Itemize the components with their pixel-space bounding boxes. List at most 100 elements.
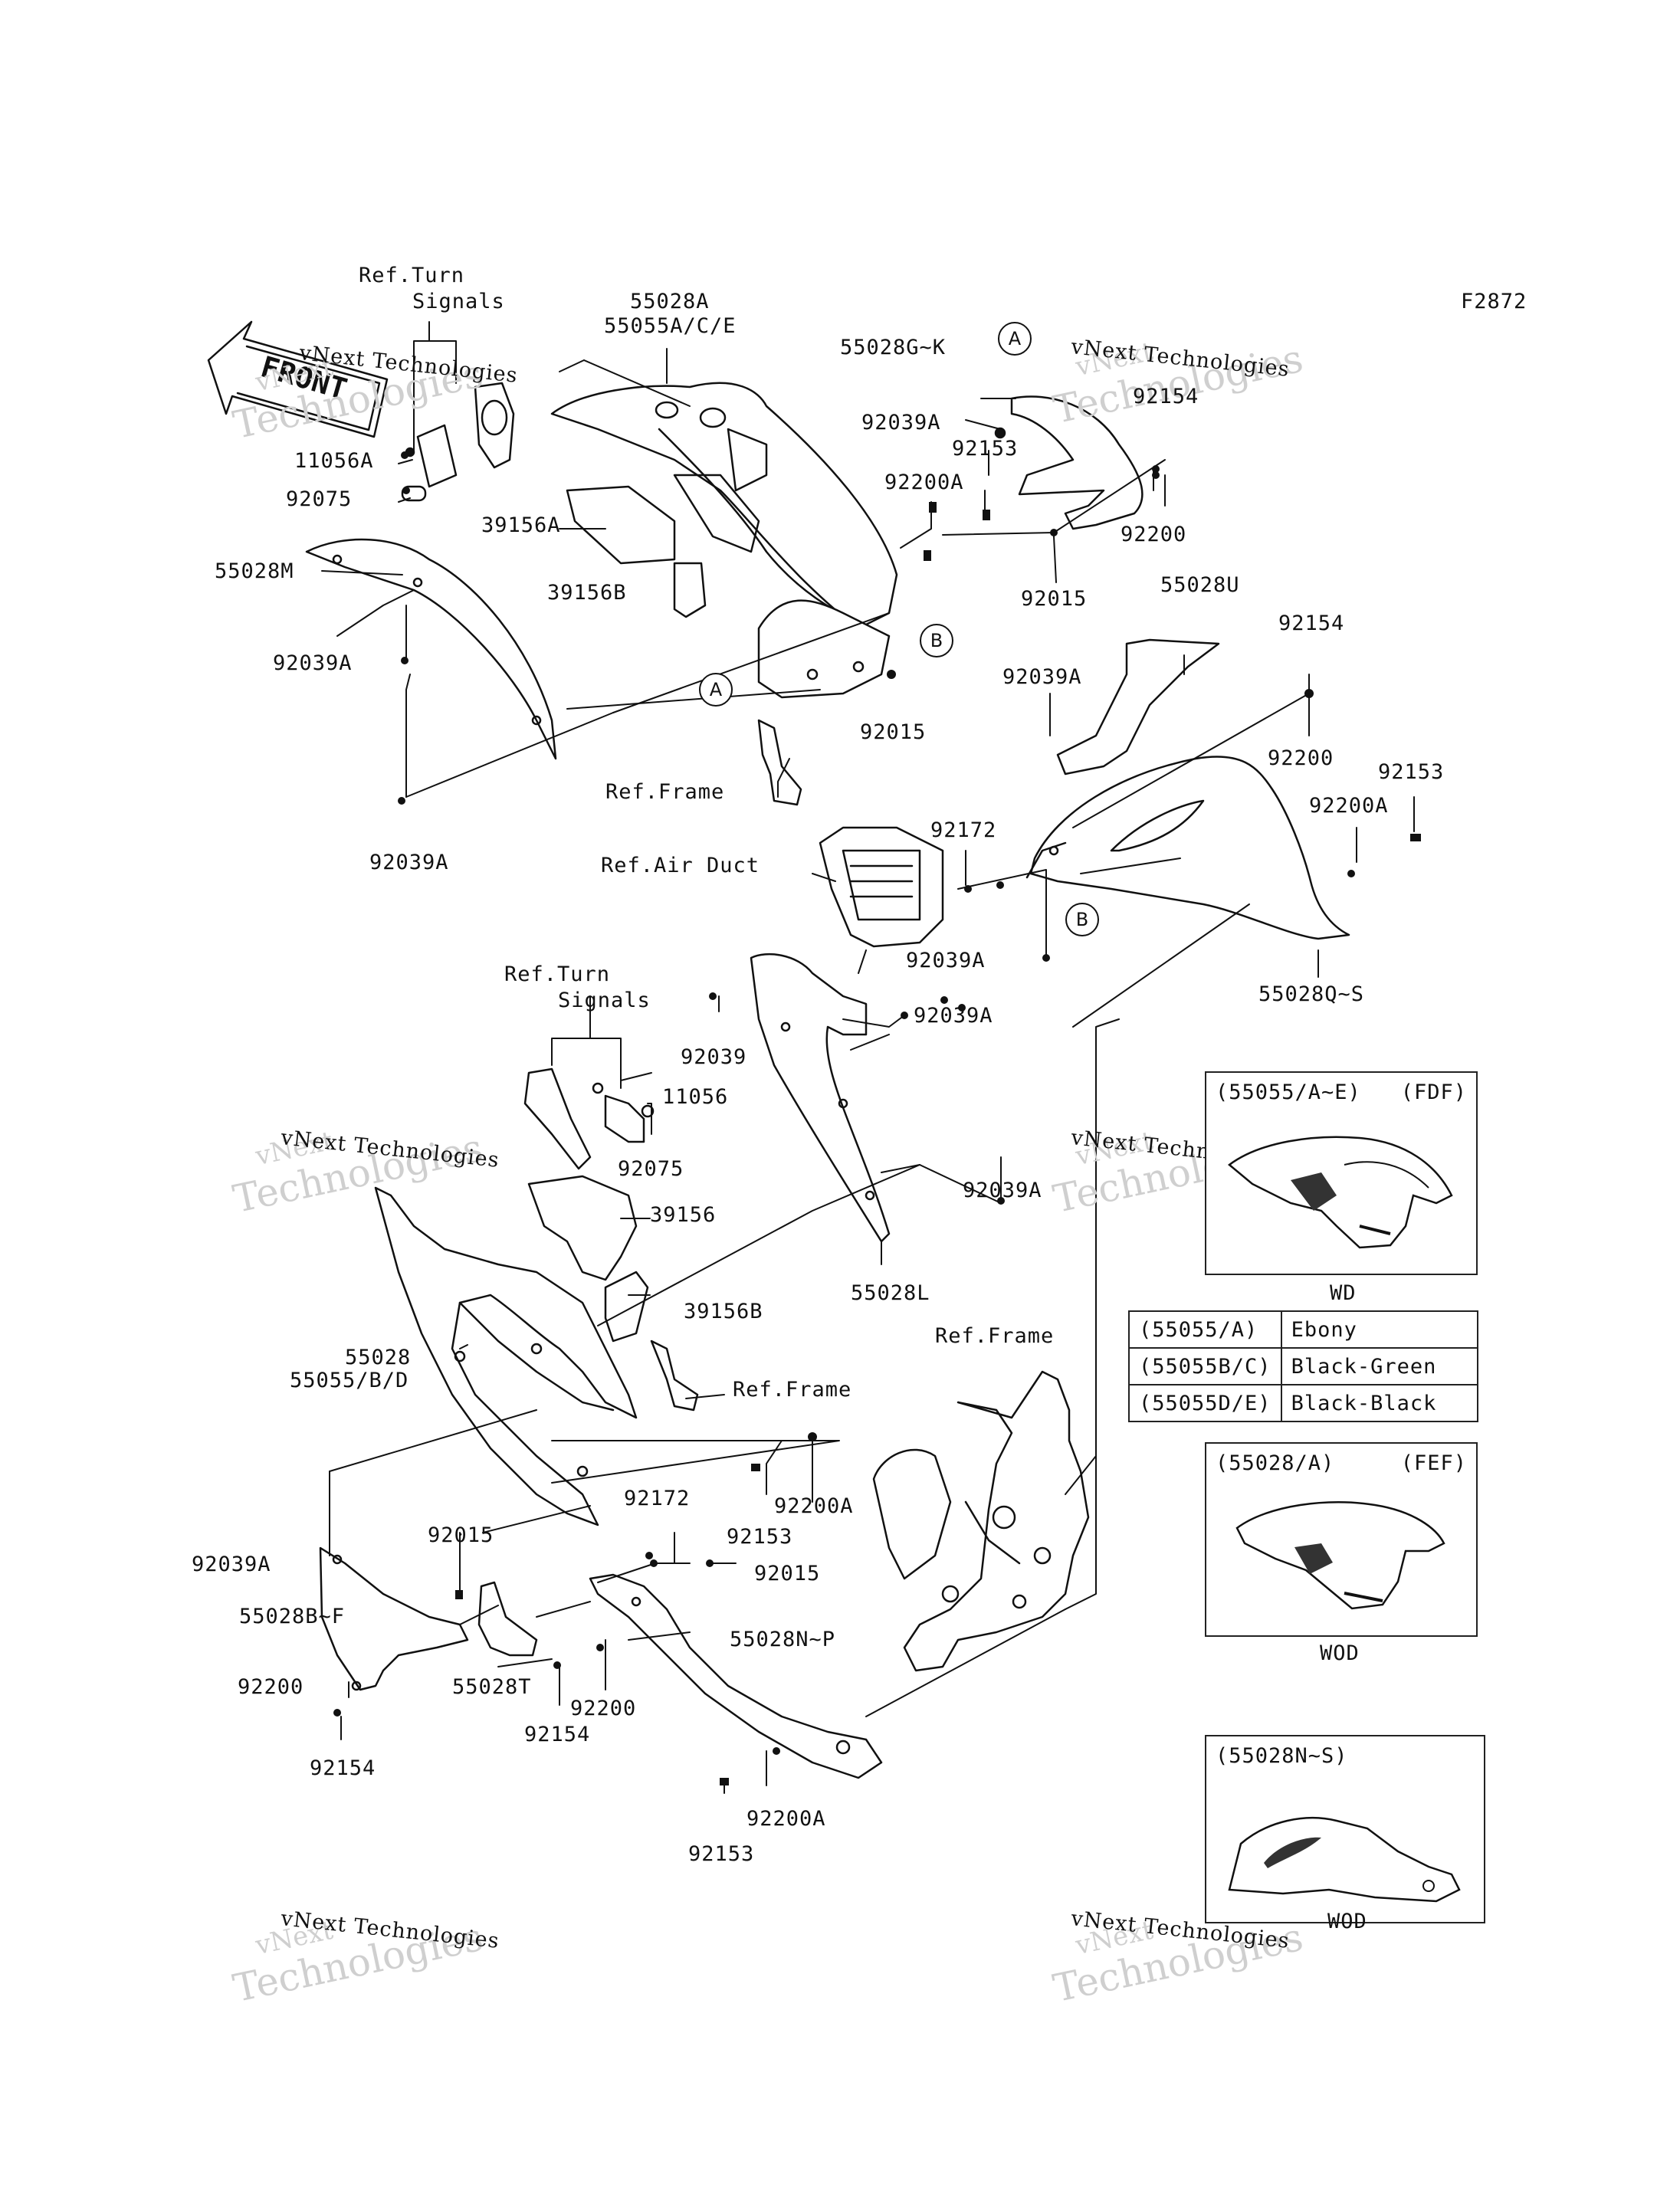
part-label: 11056A xyxy=(294,449,374,473)
air-duct xyxy=(819,826,944,948)
part-label: 92015 xyxy=(754,1562,821,1585)
callout-a: A xyxy=(699,673,733,707)
callout-b: B xyxy=(1065,903,1099,936)
color-row: (55055B/C) Black-Green xyxy=(1128,1347,1478,1385)
figure-code: F2872 xyxy=(1461,290,1527,313)
part-label: 55028Q~S xyxy=(1258,982,1365,1006)
part-label: 92200A xyxy=(746,1807,826,1831)
inset-caption: WD xyxy=(1330,1281,1357,1305)
inset-55028NS: (55028N~S) xyxy=(1205,1735,1485,1923)
inset-code: (FEF) xyxy=(1400,1451,1467,1475)
part-label: 92039 xyxy=(681,1045,747,1069)
part-label: 39156A xyxy=(481,513,561,537)
ref-turn-signals-label: Signals xyxy=(558,989,651,1012)
ref-turn-signals-label: Ref.Turn xyxy=(359,264,465,287)
fastener xyxy=(929,502,937,513)
side-cover-55028M xyxy=(305,538,557,760)
color-name: Ebony xyxy=(1280,1310,1478,1349)
part-label: 92075 xyxy=(286,487,353,511)
part-label: 92039A xyxy=(273,651,353,675)
part-label: 55028T xyxy=(452,1675,532,1699)
part-label: 92172 xyxy=(930,818,997,842)
part-label: 92200A xyxy=(884,471,964,494)
part-label: 55028 xyxy=(345,1346,412,1369)
part-label: 55028M xyxy=(215,559,294,583)
part-label: 55028N~P xyxy=(730,1628,836,1651)
part-label: 92039A xyxy=(369,851,449,874)
part-label: 92075 xyxy=(618,1157,684,1181)
frame-bracket-upper xyxy=(757,719,802,806)
part-label: 92039A xyxy=(192,1553,271,1576)
part-label: 92153 xyxy=(688,1842,755,1866)
ref-turn-signals-label: Ref.Turn xyxy=(504,962,611,986)
under-cowl-55028NP xyxy=(589,1573,883,1779)
color-part: (55055D/E) xyxy=(1128,1384,1282,1422)
turn-signal-bracket-upper xyxy=(401,382,515,502)
inset-cowl-drawing xyxy=(1227,1136,1453,1249)
part-label: 92154 xyxy=(524,1723,591,1746)
part-label: 92039A xyxy=(1002,665,1082,689)
callout-a: A xyxy=(998,322,1032,356)
part-label: 92153 xyxy=(1378,760,1445,784)
part-label: 92200A xyxy=(774,1494,854,1518)
inset-code: (FDF) xyxy=(1400,1080,1467,1104)
part-label: 55055/B/D xyxy=(290,1369,409,1392)
part-label: 11056 xyxy=(662,1085,729,1109)
part-label: 92154 xyxy=(1133,385,1199,408)
frame-bracket-lower xyxy=(650,1340,699,1412)
inset-caption: WOD xyxy=(1327,1910,1367,1933)
panel-39156A xyxy=(566,485,676,565)
part-label: 92200 xyxy=(1268,746,1334,770)
panel-39156-lower xyxy=(527,1175,638,1281)
part-label: 92153 xyxy=(727,1525,793,1549)
inset-cowl-drawing xyxy=(1228,1817,1461,1903)
part-label: 92153 xyxy=(952,437,1019,461)
part-label: 92015 xyxy=(1021,587,1088,611)
turn-signal-bracket-lower xyxy=(523,1067,655,1170)
ref-turn-signals-label: Signals xyxy=(412,290,505,313)
leader-lines xyxy=(321,321,1415,1794)
frame xyxy=(872,1370,1090,1672)
part-label: 92039A xyxy=(906,949,986,972)
color-row: (55055/A) Ebony xyxy=(1128,1310,1478,1349)
part-label: 39156B xyxy=(547,581,627,605)
part-label: 92039A xyxy=(861,411,941,434)
inset-55055: (55055/A~E) (FDF) xyxy=(1205,1071,1478,1275)
inset-title: (55028N~S) xyxy=(1216,1744,1348,1768)
part-label: 55028B~F xyxy=(239,1605,346,1628)
panel-39156B-lower xyxy=(604,1271,649,1343)
part-label: 92200 xyxy=(1121,523,1187,546)
ref-air-duct-label: Ref.Air Duct xyxy=(601,854,760,877)
inset-title: (55055/A~E) xyxy=(1216,1080,1361,1104)
part-label: 55028L xyxy=(851,1281,930,1305)
front-arrow-sign: FRONT xyxy=(207,320,389,438)
part-label: 92154 xyxy=(310,1756,376,1780)
lower-cowl-55028 xyxy=(374,1186,638,1526)
part-label: 92172 xyxy=(624,1487,691,1510)
part-label: 92039A xyxy=(963,1179,1042,1202)
part-label: 92015 xyxy=(860,720,927,744)
color-row: (55055D/E) Black-Black xyxy=(1128,1384,1478,1422)
inset-caption: WOD xyxy=(1320,1641,1360,1665)
part-label: 55028U xyxy=(1160,573,1240,597)
panel-55028U xyxy=(1056,638,1220,776)
ref-frame-label: Ref.Frame xyxy=(935,1324,1055,1348)
part-label: 92154 xyxy=(1278,612,1345,635)
color-part: (55055B/C) xyxy=(1128,1347,1282,1385)
part-label: 92015 xyxy=(428,1523,494,1547)
lower-fairing-55028BF xyxy=(319,1546,469,1691)
inset-title: (55028/A) xyxy=(1216,1451,1335,1475)
ref-frame-label: Ref.Frame xyxy=(605,780,725,804)
color-name: Black-Black xyxy=(1280,1384,1478,1422)
part-label: 39156 xyxy=(650,1203,717,1227)
panel-39156B-upper xyxy=(673,562,707,618)
part-label: 92200A xyxy=(1309,794,1389,818)
part-55028T xyxy=(477,1581,538,1657)
color-name: Black-Green xyxy=(1280,1347,1478,1385)
callout-b: B xyxy=(920,624,953,657)
part-label: 55055A/C/E xyxy=(604,314,737,338)
ref-frame-label: Ref.Frame xyxy=(733,1378,852,1402)
part-label: 92200 xyxy=(238,1675,304,1699)
inner-cover-55028L xyxy=(750,953,891,1243)
